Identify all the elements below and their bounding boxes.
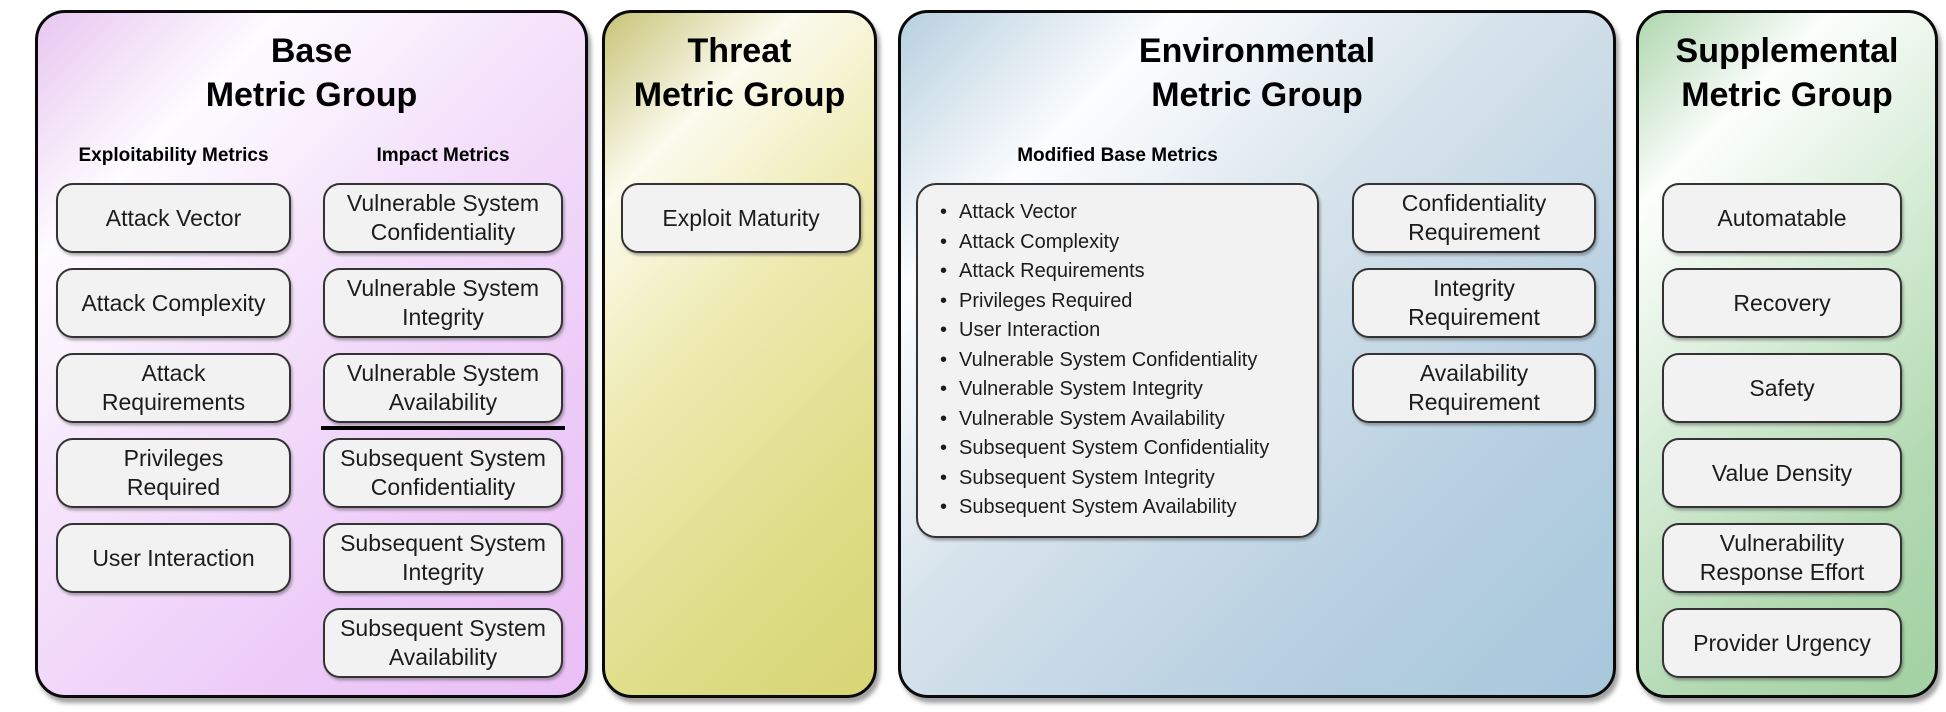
bullet-icon: • — [940, 466, 948, 489]
list-item: • Attack Complexity — [932, 228, 1311, 258]
metric-box-availability-requirement: Availability Requirement — [1352, 353, 1596, 423]
metric-box-vulnerable-system-integrity: Vulnerable System Integrity — [323, 268, 563, 338]
bullet-icon: • — [940, 260, 948, 282]
list-item-label: Subsequent System Confidentiality — [959, 437, 1270, 459]
metric-box-attack-vector: Attack Vector — [56, 183, 291, 253]
bullet-icon: • — [940, 437, 948, 459]
list-item-label: Vulnerable System Confidentiality — [959, 348, 1258, 371]
metric-box-subsequent-system-availability: Subsequent System Availability — [323, 608, 563, 678]
metric-box-provider-urgency: Provider Urgency — [1662, 608, 1902, 678]
list-item-label: Privileges Required — [959, 289, 1133, 312]
base-metric-group-panel: Base Metric Group Exploitability Metrics… — [35, 10, 588, 698]
threat-panel-title: Threat Metric Group — [633, 32, 846, 114]
list-item: • Subsequent System Integrity — [932, 464, 1311, 494]
exploitability-metrics-header: Exploitability Metrics — [78, 145, 269, 166]
list-item-label: Vulnerable System Integrity — [959, 378, 1203, 400]
metric-box-privileges-required: Privileges Required — [56, 438, 291, 508]
metric-box-subsequent-system-confidentiality: Subsequent System Confidentiality — [323, 438, 563, 508]
bullet-icon: • — [940, 407, 948, 430]
metric-box-vulnerable-system-availability: Vulnerable System Availability — [323, 353, 563, 423]
metric-box-value-density: Value Density — [1662, 438, 1902, 508]
supplemental-panel-title: Supplemental Metric Group — [1675, 32, 1899, 114]
list-item-label: Vulnerable System Availability — [959, 407, 1225, 430]
metric-box-attack-complexity: Attack Complexity — [56, 268, 291, 338]
metric-box-confidentiality-requirement: Confidentiality Requirement — [1352, 183, 1596, 253]
environmental-panel-title: Environmental Metric Group — [1138, 32, 1376, 114]
list-item-label: Attack Requirements — [959, 260, 1145, 282]
bullet-icon: • — [940, 230, 948, 253]
metric-box-vulnerability-response-effort: Vulnerability Response Effort — [1662, 523, 1902, 593]
list-item: • User Interaction — [932, 316, 1311, 346]
modified-base-metrics-list: • Attack Vector • Attack Complexity • Attac… — [916, 183, 1319, 538]
metric-box-automatable: Automatable — [1662, 183, 1902, 253]
impact-metrics-header: Impact Metrics — [376, 145, 510, 166]
list-item: • Attack Vector — [932, 198, 1311, 228]
metric-box-vulnerable-system-confidentiality: Vulnerable System Confidentiality — [323, 183, 563, 253]
list-item: • Vulnerable System Integrity — [932, 375, 1311, 405]
metric-box-recovery: Recovery — [1662, 268, 1902, 338]
metric-box-subsequent-system-integrity: Subsequent System Integrity — [323, 523, 563, 593]
list-item-label: Subsequent System Integrity — [959, 466, 1215, 489]
list-item-label: Attack Vector — [959, 201, 1077, 223]
bullet-icon: • — [940, 319, 948, 341]
metric-box-exploit-maturity: Exploit Maturity — [621, 183, 861, 253]
supplemental-metric-group-panel: Supplemental Metric Group Automatable Re… — [1636, 10, 1938, 698]
list-item: • Vulnerable System Confidentiality — [932, 346, 1311, 376]
bullet-icon: • — [940, 201, 948, 223]
environmental-metric-group-panel: Environmental Metric Group Modified Base… — [898, 10, 1616, 698]
list-item-label: Attack Complexity — [959, 230, 1120, 253]
threat-metric-group-panel: Threat Metric Group Exploit Maturity — [602, 10, 877, 698]
list-item-label: Subsequent System Availability — [959, 496, 1237, 518]
modified-base-metrics-header: Modified Base Metrics — [1017, 145, 1218, 166]
metric-box-integrity-requirement: Integrity Requirement — [1352, 268, 1596, 338]
list-item: • Subsequent System Confidentiality — [932, 434, 1311, 464]
list-item: • Subsequent System Availability — [932, 493, 1311, 523]
impact-column-divider — [321, 426, 565, 430]
list-item: • Vulnerable System Availability — [932, 405, 1311, 435]
bullet-icon: • — [940, 289, 948, 312]
bullet-icon: • — [940, 496, 948, 518]
base-panel-title: Base Metric Group — [205, 32, 418, 114]
metric-box-user-interaction: User Interaction — [56, 523, 291, 593]
metric-box-attack-requirements: Attack Requirements — [56, 353, 291, 423]
metric-box-safety: Safety — [1662, 353, 1902, 423]
list-item: • Privileges Required — [932, 287, 1311, 317]
list-item-label: User Interaction — [959, 319, 1101, 341]
bullet-icon: • — [940, 378, 948, 400]
list-item: • Attack Requirements — [932, 257, 1311, 287]
bullet-icon: • — [940, 348, 948, 371]
